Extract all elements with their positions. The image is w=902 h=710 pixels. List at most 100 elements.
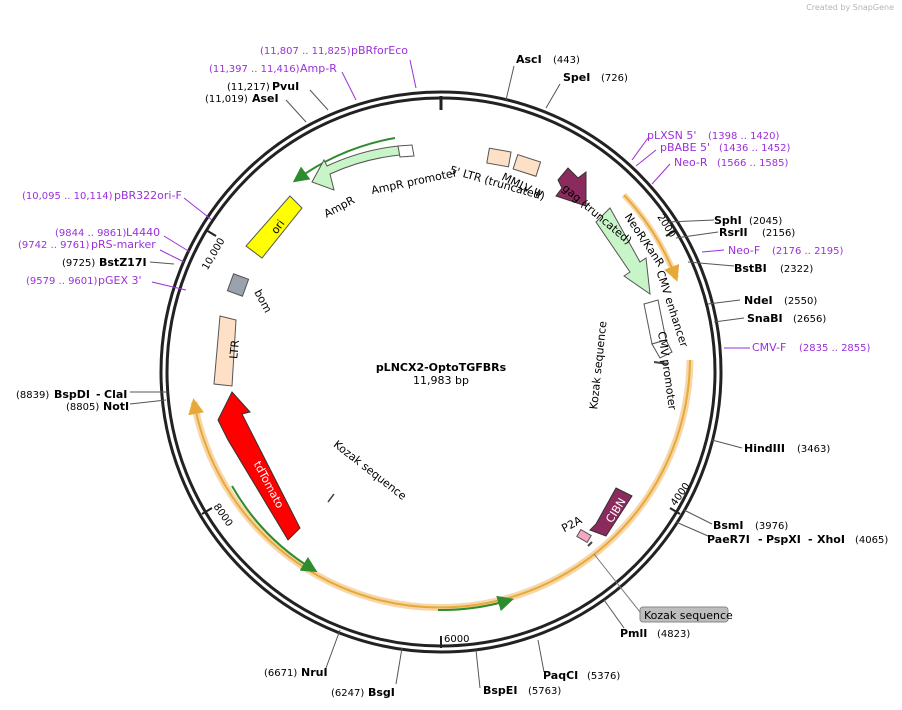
orf-arc-bottom (437, 595, 514, 612)
feature-kozak1-label: Kozak sequence (587, 320, 609, 410)
tick-4000-mark (669, 507, 681, 515)
kozak-marker-3 (327, 493, 335, 503)
kozak-marker-1 (653, 361, 669, 365)
primer-plxsn5: pLXSN 5' (647, 129, 696, 142)
primer-plxsn5-pos: (1398 .. 1420) (708, 131, 780, 142)
plasmid-size: 11,983 bp (413, 374, 469, 387)
plasmid-name: pLNCX2-OptoTGFBRs (376, 361, 507, 374)
gag-feature (555, 167, 587, 207)
enzyme-rsrii-pos: (2156) (762, 228, 795, 239)
primer-ampr: Amp-R (300, 62, 337, 75)
feature-bom-label: bom (251, 287, 274, 315)
ltr-feature (213, 315, 237, 387)
primer-pgex3: pGEX 3' (98, 274, 142, 287)
tick-2000-mark (665, 229, 677, 237)
enzyme-paer7i-dash1: - (758, 533, 763, 546)
tick-label-6000: 6000 (444, 634, 469, 645)
kozak2-box (639, 606, 729, 623)
primer-l4440-pos: (9844 .. 9861) (55, 228, 127, 239)
enzyme-spei: SpeI (563, 71, 590, 84)
feature-kozak3-label: Kozak sequence (331, 438, 409, 503)
enzyme-hindiii-pos: (3463) (797, 444, 830, 455)
cibn-feature (589, 487, 633, 537)
enzyme-bspei-pos: (5763) (528, 686, 561, 697)
enzyme-bspdi-dash: - (96, 388, 101, 401)
primer-neof: Neo-F (728, 244, 760, 257)
backbone-outer-ring (159, 90, 723, 654)
enzyme-nrui-pos: (6671) (264, 668, 297, 679)
primer-l4440: L4440 (126, 226, 160, 239)
feature-ampr-promoter-label: AmpR promoter (370, 166, 459, 197)
snapgene-watermark: Created by SnapGene (806, 3, 894, 12)
primer-pbr322-pos: (10,095 .. 10,114) (22, 191, 113, 202)
enzyme-snabi-pos: (2656) (793, 314, 826, 325)
enzyme-rsrii: RsrII (719, 226, 748, 239)
primer-leaders (151, 59, 750, 349)
cmv-promoter-feature (651, 339, 673, 359)
enzyme-bstbi-pos: (2322) (780, 264, 813, 275)
enzyme-pmli-pos: (4823) (657, 629, 690, 640)
enzyme-hindiii: HindIII (744, 442, 785, 455)
kozak2-leader (593, 553, 641, 613)
feature-gag-label: gag (truncated) (560, 182, 635, 248)
enzyme-bsgi-pos: (6247) (331, 688, 364, 699)
enzyme-pmli: PmlI (620, 627, 647, 640)
primer-neor-pos: (1566 .. 1585) (717, 158, 789, 169)
enzyme-paqci: PaqCI (543, 669, 578, 682)
enzyme-bspdi-pos: (8839) (16, 390, 49, 401)
enzyme-paer7i: PaeR7I (707, 533, 750, 546)
primer-ampr-pos: (11,397 .. 11,416) (209, 64, 300, 75)
primer-prsmarker-pos: (9742 .. 9761) (18, 240, 90, 251)
enzyme-asei-pos: (11,019) (205, 94, 248, 105)
enzyme-pvui-pos: (11,217) (227, 82, 270, 93)
enzyme-spei-pos: (726) (601, 73, 628, 84)
enzyme-noti-pos: (8805) (66, 402, 99, 413)
enzyme-bsmi: BsmI (713, 519, 744, 532)
primer-cmvf: CMV-F (752, 341, 786, 354)
tick-8000-mark (201, 507, 213, 515)
enzyme-paer7i-dash2: - (808, 533, 813, 546)
tdtomato-feature (217, 391, 301, 541)
primer-cmvf-pos: (2835 .. 2855) (799, 343, 871, 354)
primer-prsmarker: pRS-marker (91, 238, 156, 251)
feature-ltr-label: LTR (227, 339, 242, 360)
kozak-marker-2 (587, 541, 593, 547)
primer-pbrforeco: pBRforEco (351, 44, 408, 57)
mmlv-feature (512, 154, 542, 177)
enzyme-bspdi: BspDI (54, 388, 90, 401)
enzyme-asci: AscI (516, 53, 542, 66)
enzyme-sphi-pos: (2045) (749, 216, 782, 227)
primer-pgex3-pos: (9579 .. 9601) (26, 276, 98, 287)
enzyme-bstbi: BstBI (734, 262, 767, 275)
enzyme-asei: AseI (252, 92, 279, 105)
primer-pbabe5: pBABE 5' (660, 141, 710, 154)
enzyme-ndei: NdeI (744, 294, 773, 307)
enzyme-pvui: PvuI (272, 80, 299, 93)
feature-ampr-label: AmpR (322, 193, 357, 220)
primer-pbabe5-pos: (1436 .. 1452) (719, 143, 791, 154)
primer-pbr322: pBR322ori-F (114, 189, 182, 202)
orf-arc-tdtomato (231, 485, 318, 573)
enzyme-nrui: NruI (301, 666, 328, 679)
ori-feature (245, 195, 303, 259)
enzyme-asci-pos: (443) (553, 55, 580, 66)
ampr-promoter-feature (397, 144, 415, 158)
enzyme-snabi: SnaBI (747, 312, 783, 325)
enzyme-clai: ClaI (104, 388, 127, 401)
p2a-feature (576, 528, 592, 544)
feature-kozak2-label: Kozak sequence (644, 609, 733, 622)
enzyme-bspei: BspEI (483, 684, 517, 697)
enzyme-sphi: SphI (714, 214, 742, 227)
feature-cmv-promoter-label: CMV promoter (655, 331, 679, 412)
enzyme-bstz17i-pos: (9725) (62, 258, 95, 269)
enzyme-noti: NotI (103, 400, 129, 413)
enzyme-paqci-pos: (5376) (587, 671, 620, 682)
orf-arc-ampr (292, 137, 396, 183)
enzyme-bsmi-pos: (3976) (755, 521, 788, 532)
ampr-feature (311, 145, 401, 191)
primer-neor: Neo-R (674, 156, 708, 169)
enzyme-xhoi: XhoI (817, 533, 845, 546)
enzyme-bstz17i: BstZ17I (99, 256, 147, 269)
enzyme-xhoi-pos: (4065) (855, 535, 888, 546)
